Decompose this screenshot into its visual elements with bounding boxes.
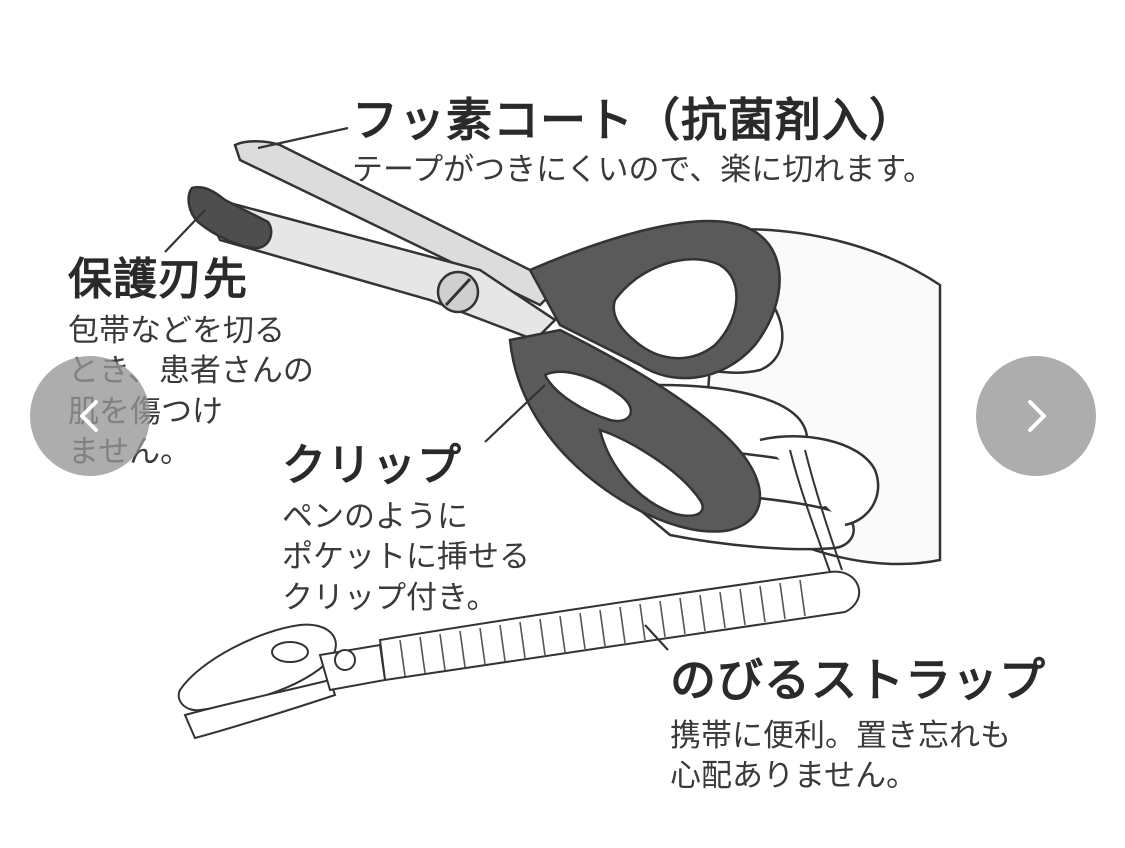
feature-description: テープがつきにくいので、楽に切れます。 [352, 151, 935, 188]
feature-description: 携帯に便利。置き忘れも 心配ありません。 [670, 717, 1011, 794]
scissors-handles [508, 219, 781, 533]
feature-stretch-strap: のびるストラップ 携帯に便利。置き忘れも 心配ありません。 [670, 652, 1046, 796]
carousel-next-button[interactable] [976, 356, 1096, 476]
feature-title: クリップ [282, 440, 462, 491]
feature-fluorine-coat: フッ素コート（抗菌剤入） テープがつきにくいので、楽に切れます。 [352, 92, 934, 190]
feature-title: フッ素コート（抗菌剤入） [352, 93, 916, 147]
feature-description: ペンのように ポケットに挿せる クリップ付き。 [282, 499, 530, 616]
chevron-right-icon [1028, 400, 1046, 432]
coil-strap [177, 449, 861, 740]
feature-title: 保護刃先 [68, 254, 248, 305]
feature-clip: クリップ ペンのように ポケットに挿せる クリップ付き。 [282, 438, 530, 618]
carousel-prev-button[interactable] [30, 356, 150, 476]
chevron-left-icon [80, 400, 98, 432]
feature-title: のびるストラップ [670, 653, 1046, 707]
leader-lines [164, 126, 669, 651]
